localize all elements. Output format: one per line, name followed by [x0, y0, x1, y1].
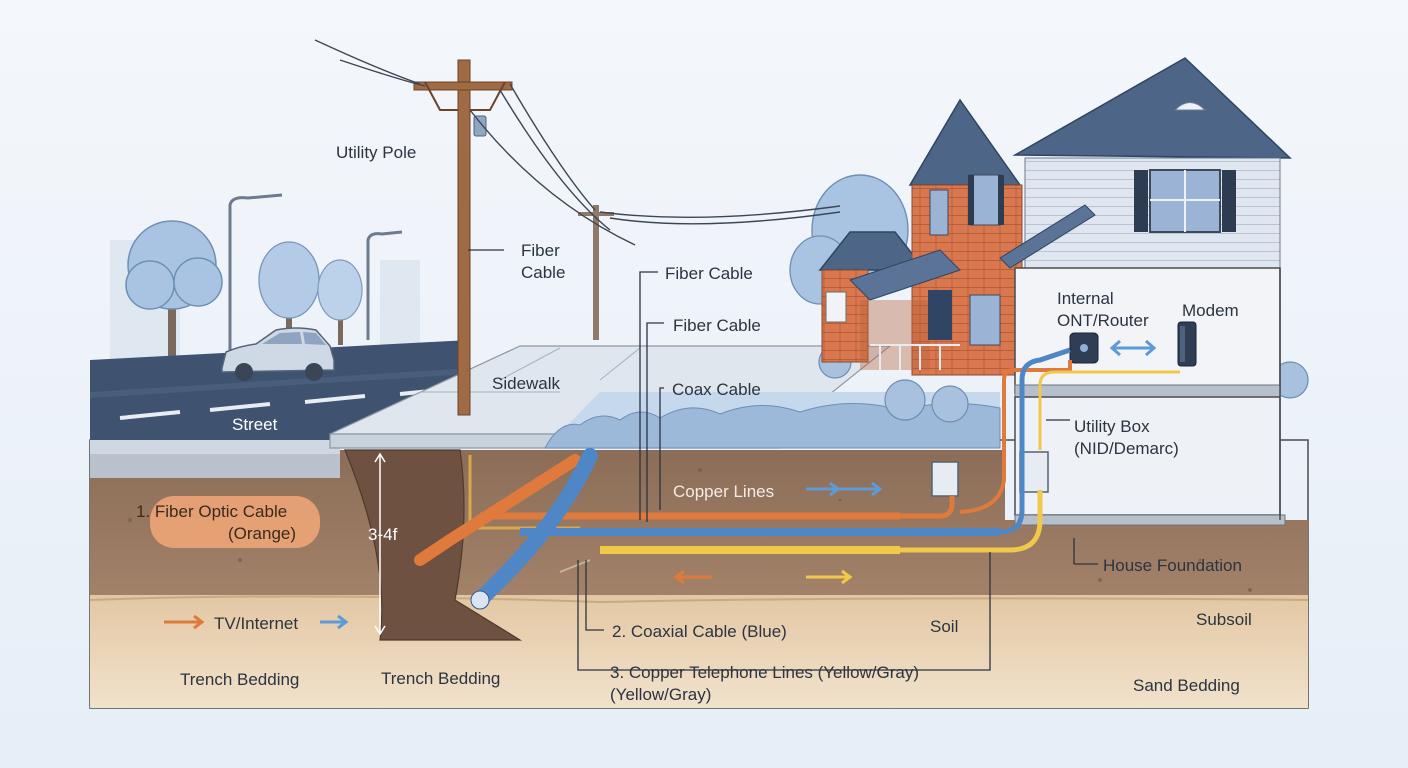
label-copper-lines: Copper Lines: [673, 482, 774, 501]
fiber-label-bubble: [150, 496, 320, 548]
label-depth: 3-4f: [368, 525, 398, 544]
tree-icon: [317, 259, 363, 345]
arrow-icon: [1109, 339, 1157, 357]
label-sand-bedding: Sand Bedding: [1133, 676, 1240, 695]
label-internal-ont-line2: ONT/Router: [1057, 311, 1149, 330]
modem-icon: [1177, 321, 1197, 367]
label-coax-cable: Coax Cable: [672, 380, 761, 399]
label-soil: Soil: [930, 617, 958, 636]
label-fiber-cable-2: Fiber Cable: [673, 316, 761, 335]
label-modem: Modem: [1182, 301, 1239, 320]
label-sidewalk: Sidewalk: [492, 374, 561, 393]
street-light-icon: [228, 193, 403, 360]
label-fiber-optic-line1: 1. Fiber Optic Cable: [136, 502, 287, 521]
label-coaxial-cable: 2. Coaxial Cable (Blue): [612, 622, 787, 641]
label-fiber-optic-line2: (Orange): [228, 524, 296, 543]
leader-lines: [468, 249, 1098, 671]
label-utility-pole: Utility Pole: [336, 143, 416, 162]
label-house-foundation: House Foundation: [1103, 556, 1242, 575]
label-utility-box-line2: (NID/Demarc): [1074, 439, 1179, 458]
label-fiber-cable-pole-line1: Fiber: [521, 241, 560, 260]
tree-icon: [125, 220, 223, 360]
label-trench-bedding-center: Trench Bedding: [381, 669, 500, 688]
distant-pole: [578, 205, 614, 340]
label-fiber-cable-1: Fiber Cable: [665, 264, 753, 283]
label-subsoil: Subsoil: [1196, 610, 1252, 629]
car-icon: [221, 327, 335, 381]
label-internal-ont-line1: Internal: [1057, 289, 1114, 308]
label-tv-internet: TV/Internet: [214, 614, 298, 633]
shrubs: [818, 345, 1309, 423]
label-trench-bedding-left: Trench Bedding: [180, 670, 299, 689]
label-street: Street: [232, 415, 278, 434]
router-icon: [1069, 332, 1099, 364]
coaxial-cable: [470, 347, 1071, 610]
label-copper-telephone-line1: 3. Copper Telephone Lines (Yellow/Gray): [610, 663, 919, 682]
label-fiber-cable-pole-line2: Cable: [521, 263, 565, 282]
lawn: [544, 392, 1001, 449]
arrow-icon: [164, 481, 883, 630]
house-icon: [818, 57, 1292, 526]
copper-telephone-cable: [559, 370, 1180, 573]
label-utility-box-line1: Utility Box: [1074, 417, 1150, 436]
utility-pole-icon: [413, 59, 513, 416]
label-copper-telephone-line2: (Yellow/Gray): [610, 685, 711, 704]
overhead-wires: [314, 39, 841, 246]
depth-indicator: [374, 452, 386, 636]
